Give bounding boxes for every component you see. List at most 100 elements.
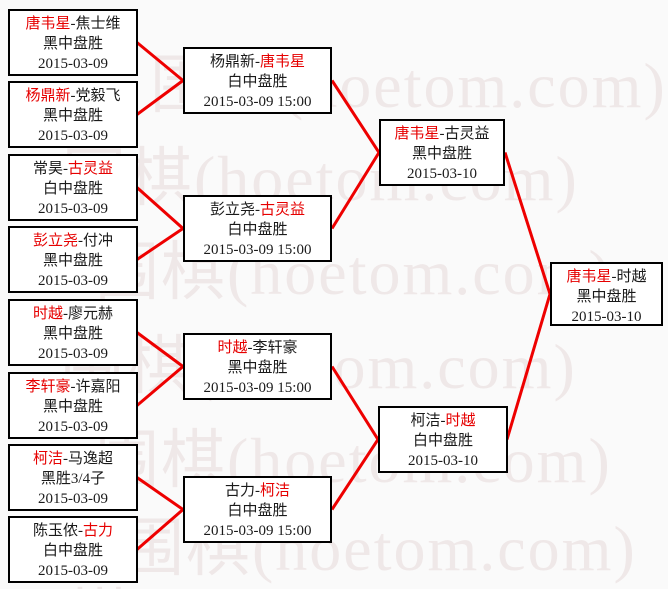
match-result: 白中盘胜 [227, 222, 288, 238]
match-players: 唐韦星-古灵益 [381, 124, 503, 144]
match-box-r1-3[interactable]: 常昊-古灵益 白中盘胜 2015-03-09 [8, 154, 138, 221]
player2-name: 党毅飞 [75, 88, 121, 104]
match-result: 黑中盘胜 [42, 36, 103, 52]
match-players: 彭立尧-付冲 [10, 231, 136, 251]
player2-name: 许嘉阳 [75, 379, 121, 395]
player1-name: 李轩豪 [25, 379, 71, 395]
match-box-r1-1[interactable]: 唐韦星-焦士维 黑中盘胜 2015-03-09 [8, 9, 138, 76]
names-separator: - [247, 340, 253, 356]
match-box-r1-8[interactable]: 陈玉侬-古力 白中盘胜 2015-03-09 [8, 516, 138, 583]
match-result: 黑中盘胜 [411, 146, 472, 162]
connector-line [136, 331, 186, 407]
names-separator: - [70, 16, 76, 32]
player1-name: 杨鼎新 [209, 54, 255, 70]
match-date: 2015-03-09 [38, 419, 108, 435]
player2-name: 廖元赫 [68, 306, 114, 322]
connector-line [136, 476, 186, 551]
match-players: 杨鼎新-唐韦星 [185, 52, 330, 72]
match-box-r2-1[interactable]: 杨鼎新-唐韦星 白中盘胜 2015-03-09 15:00 [183, 47, 332, 114]
match-players: 时越-李轩豪 [185, 338, 330, 358]
match-box-r3-1[interactable]: 唐韦星-古灵益 黑中盘胜 2015-03-10 [379, 119, 505, 186]
connector-line [330, 79, 381, 230]
match-date: 2015-03-09 [38, 56, 108, 72]
player2-name: 柯洁 [260, 483, 291, 499]
match-date: 2015-03-09 15:00 [203, 523, 312, 539]
match-box-r1-7[interactable]: 柯洁-马逸超 黑胜3/4子 2015-03-09 [8, 444, 138, 511]
match-players: 柯洁-时越 [380, 411, 506, 431]
names-separator: - [78, 523, 83, 539]
player1-name: 陈玉侬 [32, 523, 78, 539]
player1-name: 唐韦星 [25, 16, 71, 32]
match-date: 2015-03-09 15:00 [203, 94, 312, 110]
player1-name: 时越 [217, 340, 248, 356]
player2-name: 时越 [445, 413, 476, 429]
match-box-r1-5[interactable]: 时越-廖元赫 黑中盘胜 2015-03-09 [8, 299, 138, 366]
match-result: 黑中盘胜 [42, 253, 103, 269]
match-result: 白中盘胜 [227, 503, 288, 519]
names-separator: - [63, 161, 68, 177]
match-result: 黑中盘胜 [576, 289, 637, 305]
names-separator: - [255, 54, 260, 70]
player2-name: 焦士维 [75, 16, 121, 32]
names-separator: - [255, 202, 260, 218]
match-date: 2015-03-09 [38, 128, 108, 144]
player2-name: 时越 [616, 269, 647, 285]
match-box-r1-2[interactable]: 杨鼎新-党毅飞 黑中盘胜 2015-03-09 [8, 81, 138, 148]
player1-name: 常昊 [32, 161, 63, 177]
match-players: 杨鼎新-党毅飞 [10, 86, 136, 106]
names-separator: - [611, 269, 617, 285]
player1-name: 柯洁 [32, 451, 63, 467]
match-box-r1-4[interactable]: 彭立尧-付冲 黑中盘胜 2015-03-09 [8, 226, 138, 293]
match-players: 柯洁-马逸超 [10, 449, 136, 469]
connector-line [136, 186, 186, 261]
match-result: 白中盘胜 [227, 74, 288, 90]
match-box-r3-2[interactable]: 柯洁-时越 白中盘胜 2015-03-10 [378, 406, 508, 473]
match-date: 2015-03-09 [38, 201, 108, 217]
match-result: 黑中盘胜 [227, 360, 288, 376]
match-result: 白中盘胜 [42, 181, 103, 197]
match-result: 白中盘胜 [412, 433, 473, 449]
match-result: 黑中盘胜 [42, 108, 103, 124]
player2-name: 古灵益 [444, 126, 490, 142]
connector-line [136, 41, 186, 116]
match-result: 黑中盘胜 [42, 326, 103, 342]
match-players: 陈玉侬-古力 [10, 521, 136, 541]
player1-name: 唐韦星 [394, 126, 440, 142]
match-date: 2015-03-10 [407, 166, 477, 182]
match-box-r1-6[interactable]: 李轩豪-许嘉阳 黑中盘胜 2015-03-09 [8, 372, 138, 439]
match-date: 2015-03-09 [38, 563, 108, 579]
match-result: 黑中盘胜 [42, 399, 103, 415]
match-box-r2-3[interactable]: 时越-李轩豪 黑中盘胜 2015-03-09 15:00 [183, 333, 332, 400]
match-box-r2-2[interactable]: 彭立尧-古灵益 白中盘胜 2015-03-09 15:00 [183, 195, 332, 262]
names-separator: - [440, 413, 446, 429]
match-date: 2015-03-09 15:00 [203, 380, 312, 396]
match-date: 2015-03-10 [408, 453, 478, 469]
player2-name: 唐韦星 [260, 54, 306, 70]
names-separator: - [255, 483, 260, 499]
player1-name: 古力 [224, 483, 255, 499]
names-separator: - [70, 379, 76, 395]
match-players: 常昊-古灵益 [10, 159, 136, 179]
names-separator: - [439, 126, 445, 142]
match-players: 时越-廖元赫 [10, 304, 136, 324]
match-box-r2-4[interactable]: 古力-柯洁 白中盘胜 2015-03-09 15:00 [183, 476, 332, 543]
match-players: 唐韦星-时越 [552, 267, 661, 287]
match-date: 2015-03-09 [38, 273, 108, 289]
player2-name: 马逸超 [68, 451, 114, 467]
match-players: 古力-柯洁 [185, 481, 330, 501]
match-date: 2015-03-09 [38, 346, 108, 362]
player1-name: 唐韦星 [566, 269, 612, 285]
connector-line [503, 152, 552, 440]
match-box-final[interactable]: 唐韦星-时越 黑中盘胜 2015-03-10 [550, 262, 663, 326]
match-date: 2015-03-09 [38, 491, 108, 507]
player1-name: 柯洁 [410, 413, 441, 429]
match-result: 白中盘胜 [42, 543, 103, 559]
player1-name: 时越 [32, 306, 63, 322]
names-separator: - [63, 306, 68, 322]
player1-name: 彭立尧 [209, 202, 255, 218]
names-separator: - [63, 451, 68, 467]
match-result: 黑胜3/4子 [40, 471, 106, 487]
player2-name: 古力 [83, 523, 114, 539]
player2-name: 付冲 [83, 233, 114, 249]
